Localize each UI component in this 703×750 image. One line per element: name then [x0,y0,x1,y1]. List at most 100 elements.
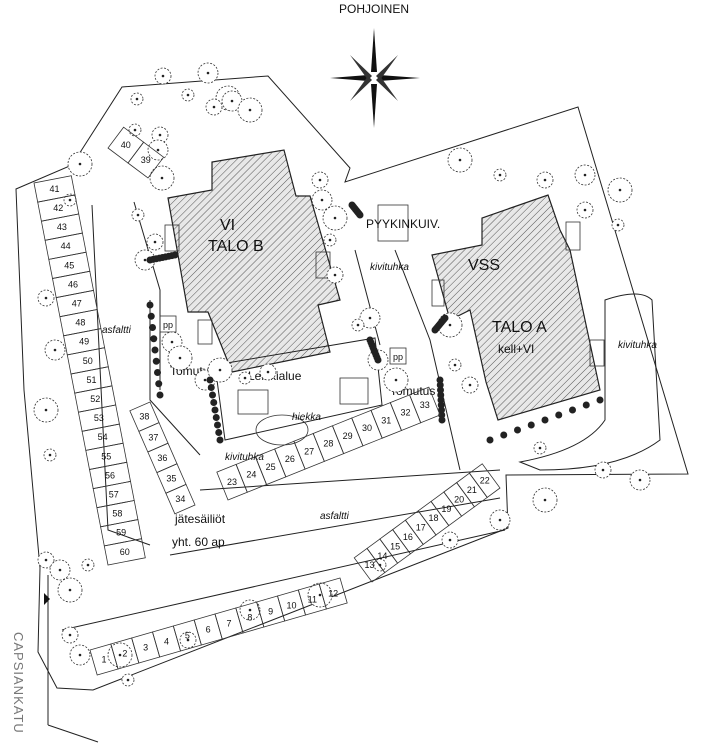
play-structure [339,377,369,405]
parking-slot-number: 9 [268,606,273,616]
tree-trunk-icon [318,593,322,597]
bush-icon [215,429,223,436]
tree-trunk-icon [543,178,547,182]
building-b-line1: VI [220,217,235,234]
parking-slot-number: 54 [98,432,108,442]
parking-slot-number: 15 [390,541,400,551]
kivituhka-area-right [518,293,661,471]
parking-slot-number: 26 [285,454,295,464]
bush-icon [541,416,549,424]
path-left [354,249,381,346]
tree-trunk-icon [135,97,139,101]
bush-icon [206,376,214,384]
tree-trunk-icon [538,446,542,450]
bush-icon [527,421,535,429]
tree-trunk-icon [153,240,157,244]
bush-icon [147,312,155,320]
bush-icon [209,391,216,399]
bush-icon [152,357,160,365]
parking-slot-number: 33 [420,400,430,410]
parking-slot-number: 37 [148,432,158,442]
bush-icon [210,399,218,406]
parking-slot-number: 46 [68,279,78,289]
bush-icon [555,411,563,419]
asfaltti-bottom-label: asfaltti [320,511,350,522]
pyykinkuiv-label: PYYKINKUIV. [366,217,440,231]
tree-trunk-icon [601,468,605,472]
parking-slot-number: 5 [185,630,190,640]
annex-a-1 [431,279,445,307]
jatesailiot-label: jätesäiliöt [174,512,226,526]
pp-box-right [389,347,407,365]
tree-trunk-icon [318,178,322,182]
parking-slot-number: 8 [247,612,252,622]
tree-trunk-icon [320,198,324,202]
sandbox [237,389,269,415]
tree-trunk-icon [133,128,137,132]
tree-trunk-icon [170,340,174,344]
building-a-line1: VSS [468,257,500,274]
bush-icon [514,426,521,434]
laundry-drying-area [377,204,409,242]
parking-slot-number: 55 [101,451,111,461]
street-name: CAPSIANKATU [11,632,26,734]
bush-icon [156,391,164,399]
tree-trunk-icon [48,453,52,457]
parking-slot-number: 10 [287,600,297,610]
parking-slot-number: 44 [61,241,71,251]
annex-b-2 [197,319,213,345]
parking-slot-number: 43 [57,222,67,232]
tree-trunk-icon [230,99,234,103]
parking-slot [127,141,165,179]
bush-icon [436,376,444,384]
parking-slot-number: 29 [343,431,353,441]
tree-trunk-icon [583,173,587,177]
parking-slot-number: 11 [308,594,317,604]
parking-slot-number: 45 [64,260,74,270]
bush-icon [438,406,445,414]
tree-trunk-icon [266,370,270,374]
parking-slot-number: 1 [102,654,107,664]
tree-trunk-icon [161,74,165,78]
bush-icon [211,406,219,414]
parking-slot-number: 3 [143,642,148,652]
tree-trunk-icon [583,208,587,212]
bush-icon [356,211,364,219]
tree-trunk-icon [333,216,337,220]
parking-slot-number: 6 [206,624,211,634]
annex-a-2 [565,221,581,251]
parking-slot-number: 42 [53,203,63,213]
tree-trunk-icon [203,378,207,382]
tree-trunk-icon [498,173,502,177]
parking-slot-number: 20 [454,494,464,504]
parking-slot-number: 14 [377,551,387,561]
parking-slot-number: 25 [266,462,276,472]
parking-slot-number: 35 [166,474,176,484]
parking-slot-number: 50 [83,356,93,366]
bush-icon [216,436,224,444]
parking-slot-number: 30 [362,423,372,433]
parking-slot-number: 22 [480,476,490,486]
parking-slot-number: 18 [429,513,439,523]
tree-trunk-icon [143,258,147,262]
tree-trunk-icon [468,383,472,387]
tree-trunk-icon [458,158,462,162]
bushes [146,201,604,444]
tree-trunk-icon [448,538,452,542]
kivituhka-top-label: kivituhka [370,262,409,273]
tree-trunk-icon [136,213,140,217]
bush-icon [436,381,444,389]
parking-slot [216,463,248,501]
tree-trunk-icon [156,148,160,152]
parking-slot-number: 27 [304,446,314,456]
compass-rose-icon [330,28,420,128]
bush-icon [214,421,221,429]
building-a-line2: TALO A [492,319,547,336]
tree-trunk-icon [333,273,337,277]
building-b-line2: TALO B [208,238,264,255]
tree-trunk-icon [53,348,57,352]
parking-slot-number: 38 [139,412,149,422]
driveway-inner-edge [149,300,201,456]
tree-trunk-icon [356,323,360,327]
tree-trunk-icon [543,498,547,502]
